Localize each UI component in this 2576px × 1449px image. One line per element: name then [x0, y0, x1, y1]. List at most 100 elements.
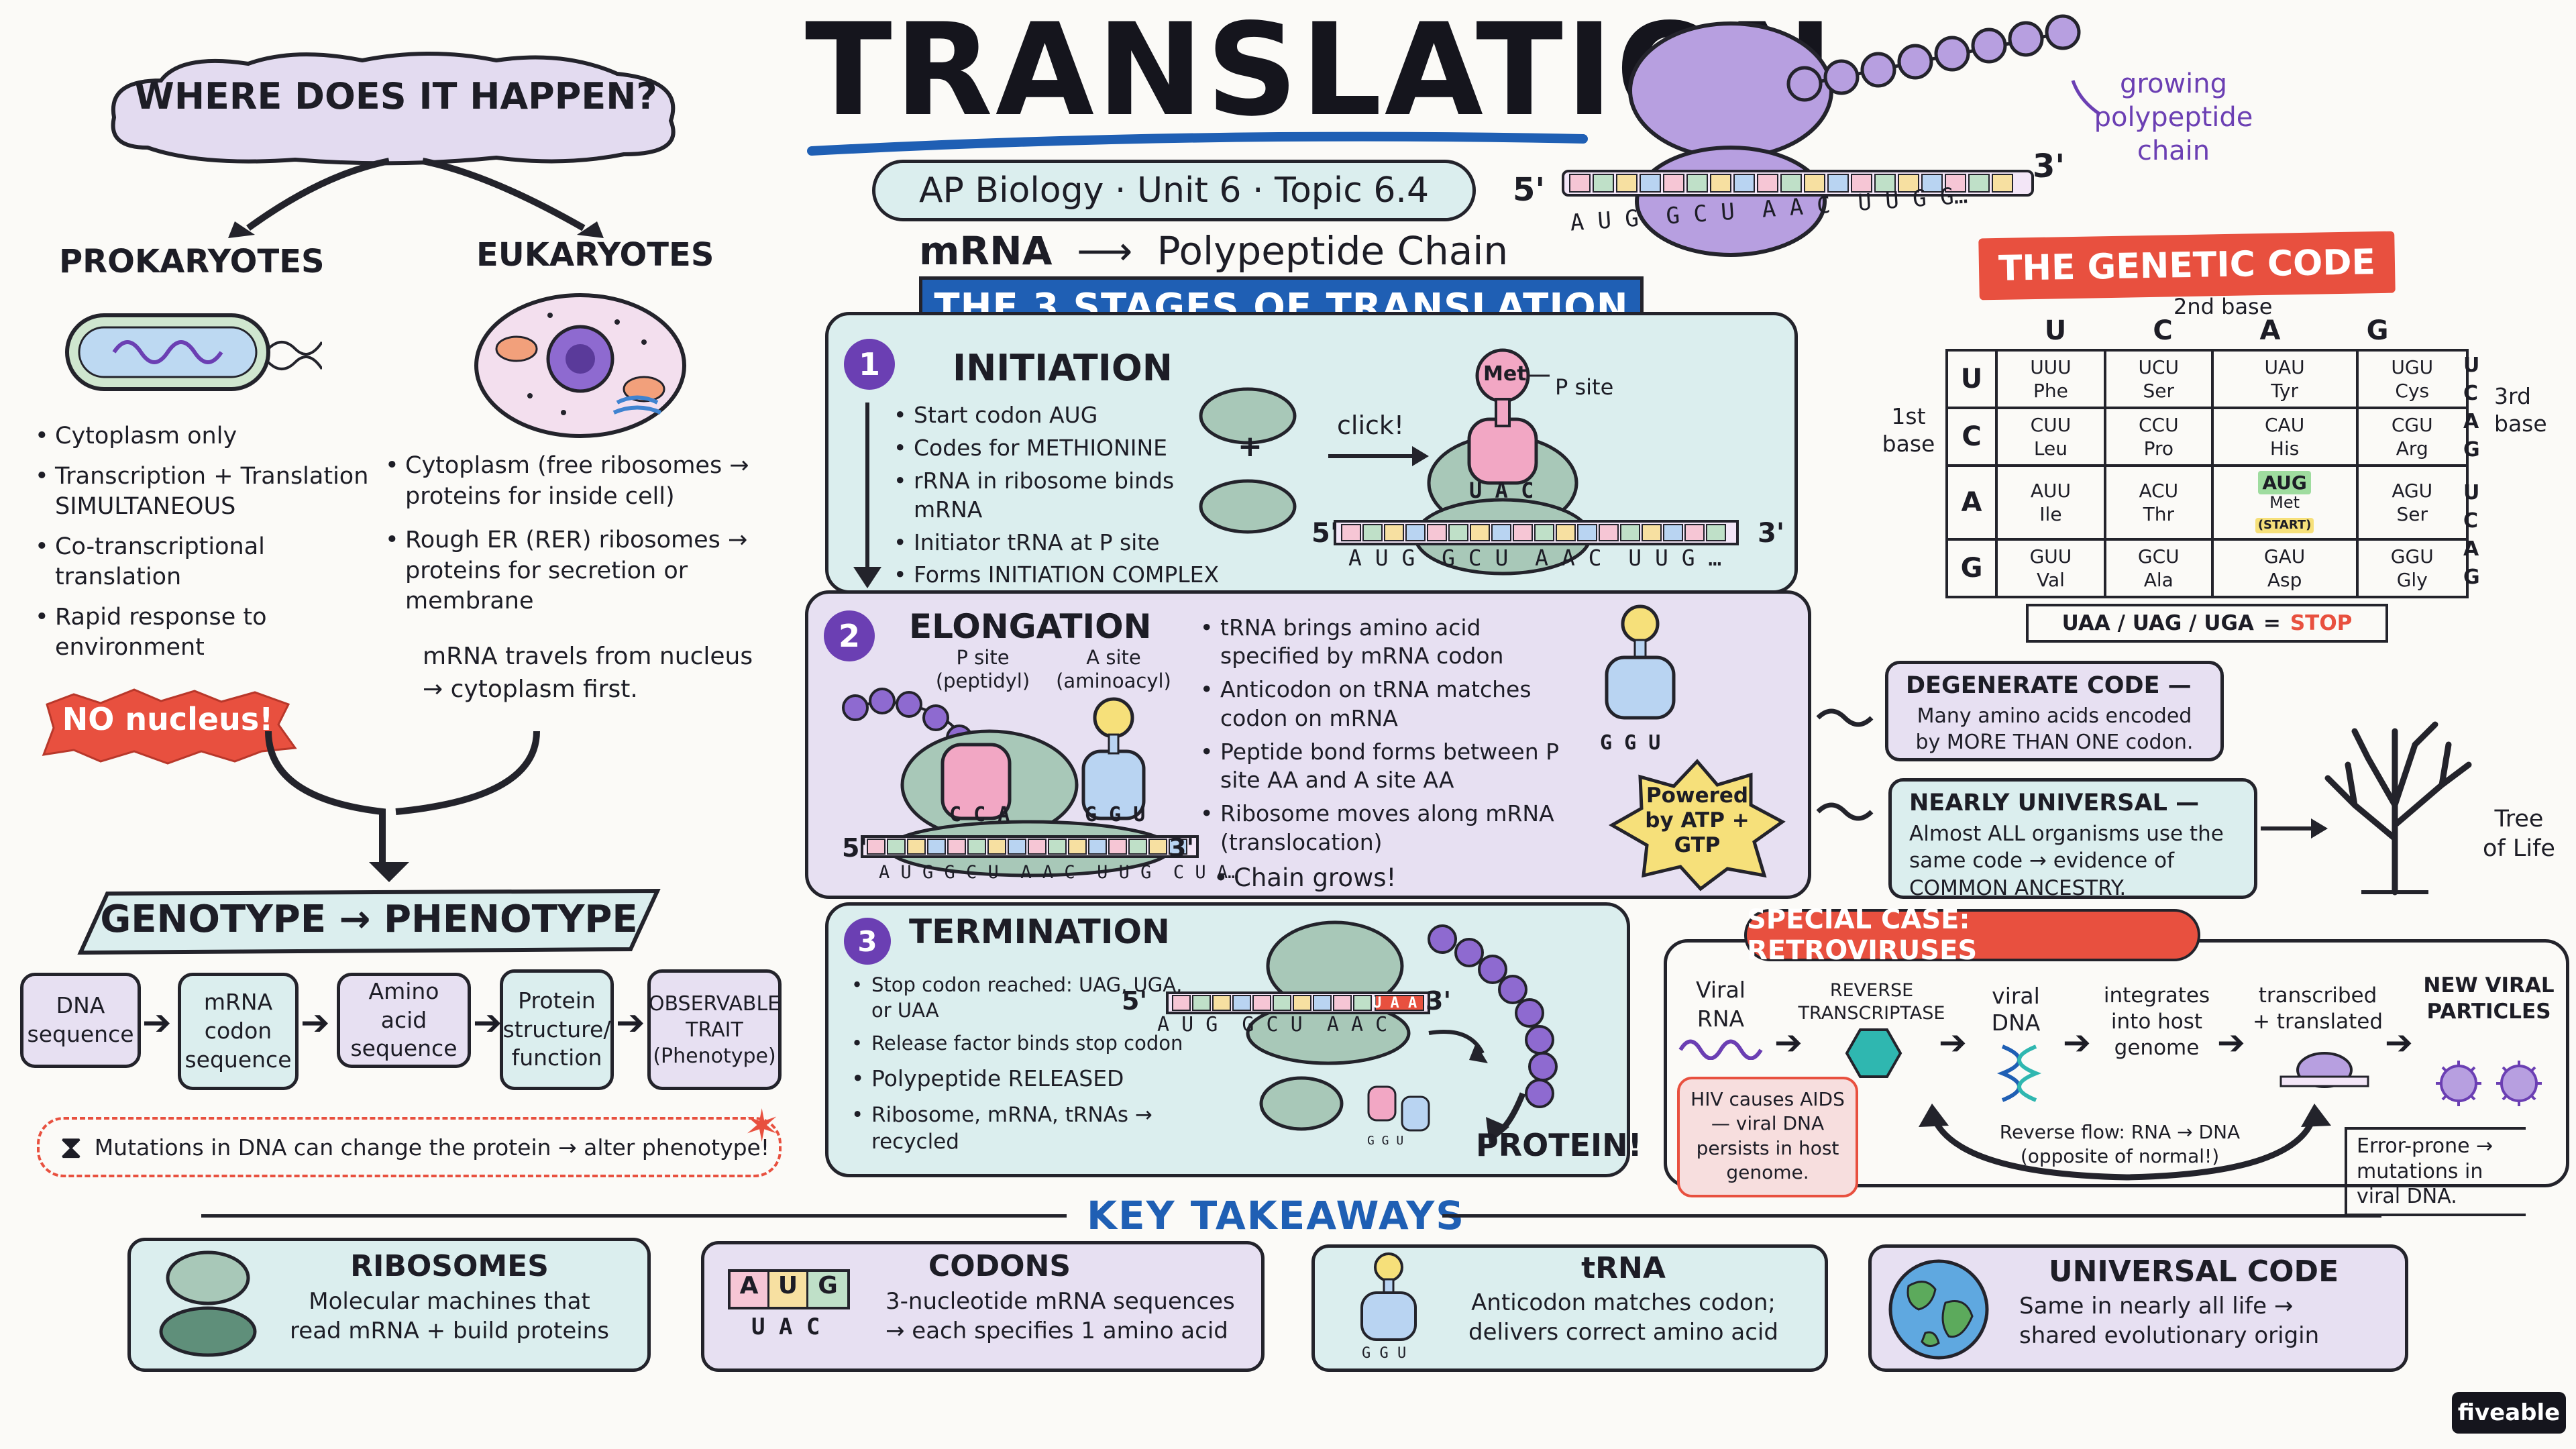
start-codon-cell: AUG Met (START) — [2210, 464, 2359, 541]
genetic-code-title: THE GENETIC CODE — [1978, 231, 2396, 301]
virus-particles-icon — [2436, 1061, 2542, 1106]
retro-step-rt: REVERSE TRANSCRIPTASE — [1798, 980, 1945, 1024]
elongation-bullet: tRNA brings amino acid specified by mRNA… — [1197, 614, 1573, 670]
row-header: A — [1945, 464, 1998, 541]
cloud-shape — [111, 52, 676, 166]
bacterium-icon — [65, 313, 322, 391]
takeaway-universal-title: UNIVERSAL CODE — [2048, 1254, 2339, 1289]
initiation-bullet: Codes for METHIONINE — [891, 434, 1240, 463]
arrow-right-icon: ➔ — [2217, 1023, 2245, 1062]
takeaway-codons-title: CODONS — [928, 1249, 1071, 1283]
elongation-5prime: 5' — [842, 833, 868, 863]
initiation-down-arrowhead — [853, 567, 881, 588]
brand-logo: fiveable — [2457, 1399, 2561, 1426]
mutation-note: Mutations in DNA can change the protein … — [94, 1134, 770, 1161]
trna-anticodon: G G U — [1362, 1345, 1407, 1362]
rna-wave-icon — [1678, 1039, 1763, 1060]
genetic-code-col-headers: U C A G — [2002, 315, 2477, 346]
mrna-nucleotides — [1569, 174, 2013, 193]
eukaryotes-label: EUKARYOTES — [476, 236, 714, 274]
p-site-trna — [941, 743, 1012, 820]
ribosome-subunits-apart — [1199, 387, 1297, 534]
error-prone-note: Error-prone → mutations in viral DNA. — [2345, 1127, 2526, 1216]
atp-badge: Powered by ATP + GTP — [1645, 784, 1750, 858]
brand-badge: fiveable — [2452, 1392, 2566, 1434]
row-header: G — [1945, 538, 1998, 598]
first-base-label: 1st base — [1882, 403, 1935, 458]
initiator-trna — [1467, 417, 1538, 485]
elongation-ribosome — [842, 688, 1199, 877]
retro-step-transcribed: transcribed + translated — [2252, 983, 2383, 1034]
arrow-right-icon: ➔ — [1774, 1023, 1803, 1062]
click-arrow — [1328, 446, 1429, 466]
prokaryote-bullets: Cytoplasm only Transcription + Translati… — [32, 421, 381, 663]
flow-node-protein: Protein structure/ function — [500, 969, 614, 1090]
trna-icon — [1360, 1252, 1417, 1341]
stop-codon-highlight — [1375, 995, 1424, 1011]
annotation-arrow — [2071, 80, 2101, 116]
initiation-down-arrow — [865, 402, 869, 570]
elongation-bullet: Chain grows! — [1211, 862, 1573, 894]
arrow-right-icon: ➔ — [2063, 1023, 2091, 1062]
initiation-bullet: rRNA in ribosome binds mRNA — [891, 467, 1240, 525]
flow-node-trait: OBSERVABLE TRAIT (Phenotype) — [647, 969, 782, 1090]
merge-arrows — [265, 731, 540, 882]
codon-letters: A U G — [728, 1269, 850, 1309]
prokaryote-bullet: Rapid response to environment — [32, 602, 381, 663]
retro-title-pill: SPECIAL CASE: RETROVIRUSES — [1744, 904, 2200, 966]
col-header: U — [2044, 315, 2067, 346]
flow-from: mRNA — [919, 228, 1053, 274]
initiation-anticodon: U A C — [1469, 478, 1534, 503]
initiation-bullet: Initiator tRNA at P site — [891, 529, 1240, 557]
p-site-label: P site — [1555, 374, 1614, 400]
takeaways-rule-left — [201, 1214, 1067, 1218]
takeaways-rule-right — [1442, 1214, 2381, 1218]
takeaway-trna-body: Anticodon matches codon; delivers correc… — [1468, 1289, 1778, 1346]
atp-badge-burst — [1608, 759, 1786, 892]
flow-node-mrna: mRNA codon sequence — [178, 973, 299, 1090]
third-base-letters: U C A G U C A G — [2463, 354, 2480, 589]
arrow-to-tree — [2261, 818, 2328, 839]
elongation-codons: A U G G C U A A C U U G C U A… — [879, 862, 1239, 883]
initiation-click: click! — [1337, 411, 1405, 440]
initiation-complex — [1334, 348, 1739, 576]
split-arrows — [228, 158, 604, 238]
stage-number-2: 2 — [824, 610, 875, 661]
protein-label: PROTEIN! — [1476, 1127, 1642, 1163]
squiggle-connector — [1816, 708, 1874, 821]
small-anticodon: G G U — [1367, 1134, 1404, 1148]
tree-of-life-label: Tree of Life — [2483, 806, 2555, 862]
reverse-flow-note: Reverse flow: RNA → DNA (opposite of nor… — [1999, 1121, 2241, 1168]
takeaway-ribosomes-body: Molecular machines that read mRNA + buil… — [290, 1288, 609, 1345]
arrow-right-icon: ➔ — [2385, 1023, 2413, 1062]
takeaway-codons-body: 3-nucleotide mRNA sequences → each speci… — [885, 1288, 1235, 1345]
arrow-right-icon: ⟶ — [1076, 228, 1133, 274]
eukaryote-note: mRNA travels from nucleus → cytoplasm fi… — [423, 643, 753, 703]
no-nucleus-burst — [42, 688, 297, 765]
arrow-right-icon: ➔ — [301, 1003, 330, 1043]
dna-icon: ⧗ — [60, 1128, 83, 1166]
hiv-note-box: HIV causes AIDS — viral DNA persists in … — [1677, 1077, 1858, 1197]
takeaways-heading: KEY TAKEAWAYS — [1087, 1193, 1466, 1238]
subtitle: AP Biology · Unit 6 · Topic 6.4 — [918, 170, 1430, 211]
mini-ribosome-icon — [2279, 1052, 2369, 1088]
ribosome-icon — [159, 1250, 257, 1357]
arrow-right-icon: ➔ — [616, 1003, 645, 1043]
hero-annotation: growing polypeptide chain — [2094, 68, 2253, 166]
elongation-3prime: 3' — [1169, 833, 1195, 863]
prokaryote-bullet: Cytoplasm only — [32, 421, 381, 452]
elongation-bullet: Peptide bond forms between P site AA and… — [1197, 738, 1573, 794]
